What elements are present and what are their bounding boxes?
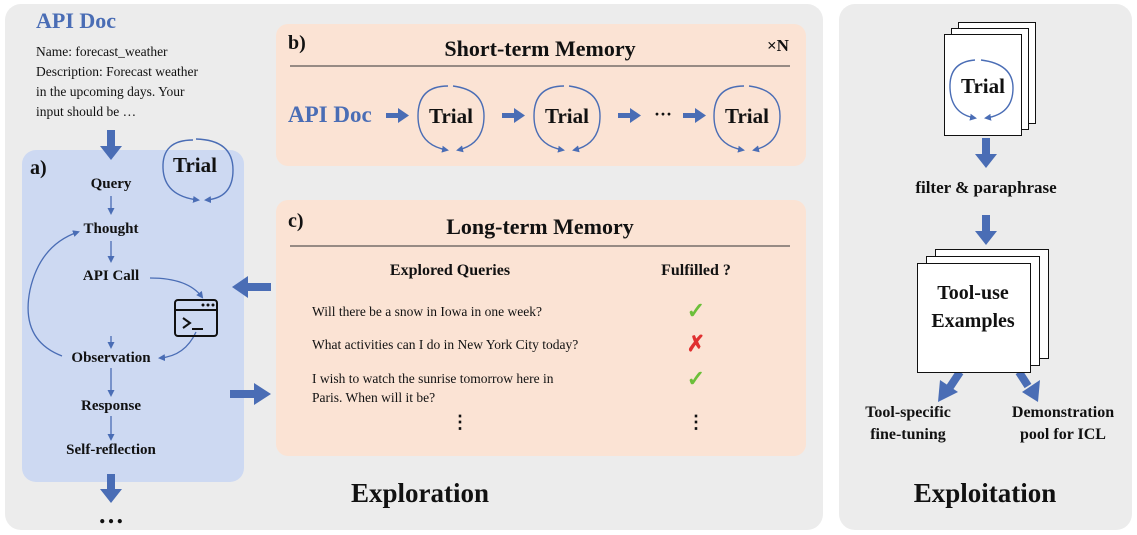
api-doc-desc-line3: input should be … bbox=[36, 104, 137, 119]
exploration-label: Exploration bbox=[350, 478, 490, 508]
trial-doc-front bbox=[944, 34, 1022, 136]
filter-paraphrase-label: filter & paraphrase bbox=[915, 178, 1057, 197]
trial-cycle-icon bbox=[162, 138, 234, 204]
query-row-2: What activities can I do in New York Cit… bbox=[312, 337, 579, 352]
api-doc-desc-line1: Description: Forecast weather bbox=[36, 64, 198, 79]
down-arrow-out-of-loop bbox=[100, 474, 122, 503]
short-term-ellipsis: ··· bbox=[653, 104, 672, 124]
section-c-label: c) bbox=[288, 210, 304, 232]
section-a-label: a) bbox=[30, 157, 47, 179]
output-icl-pool-line2: pool for ICL bbox=[1020, 426, 1106, 443]
query-row-3-line1: I wish to watch the sunrise tomorrow her… bbox=[312, 371, 554, 386]
long-term-memory-title: Long-term Memory bbox=[446, 214, 634, 239]
repeat-n-label: ×N bbox=[767, 36, 789, 55]
loop-to-memory-arrow bbox=[230, 383, 271, 405]
api-doc-name: Name: forecast_weather bbox=[36, 44, 168, 59]
query-row-3-line2: Paris. When will it be? bbox=[312, 390, 436, 405]
examples-line1: Tool-use bbox=[937, 282, 1009, 304]
step-self-reflection: Self-reflection bbox=[66, 442, 156, 458]
short-term-trial-n: Trial bbox=[725, 104, 769, 128]
down-arrow-into-loop bbox=[100, 130, 122, 160]
short-term-trial-2: Trial bbox=[545, 104, 589, 128]
loop-ellipsis: … bbox=[98, 500, 124, 529]
step-query: Query bbox=[90, 176, 132, 192]
exploitation-trial-label: Trial bbox=[961, 74, 1005, 98]
exploitation-label: Exploitation bbox=[913, 478, 1057, 508]
examples-line2: Examples bbox=[931, 310, 1015, 332]
queries-vdots: ⋮ bbox=[451, 412, 469, 432]
long-term-memory-box bbox=[276, 200, 806, 456]
trial-label-a: Trial bbox=[173, 153, 217, 177]
short-term-trial-1: Trial bbox=[429, 104, 473, 128]
fulfilled-cross-2: ✗ bbox=[686, 331, 706, 356]
fulfilled-vdots: ⋮ bbox=[687, 412, 705, 432]
output-fine-tuning-line2: fine-tuning bbox=[870, 426, 946, 443]
query-row-1: Will there be a snow in Iowa in one week… bbox=[312, 304, 543, 319]
api-doc-desc-line2: in the upcoming days. Your bbox=[36, 84, 185, 99]
short-term-api-doc: API Doc bbox=[288, 102, 372, 127]
terminal-icon bbox=[174, 299, 218, 337]
fulfilled-check-1: ✓ bbox=[686, 298, 706, 323]
api-doc-title: API Doc bbox=[36, 8, 117, 33]
section-b-label: b) bbox=[288, 32, 306, 54]
output-icl-pool-line1: Demonstration bbox=[1011, 404, 1115, 421]
examples-doc-front bbox=[917, 263, 1031, 373]
step-api-call: API Call bbox=[82, 268, 140, 284]
fulfilled-check-3: ✓ bbox=[686, 366, 706, 391]
step-thought: Thought bbox=[83, 221, 139, 237]
agent-loop-box bbox=[22, 150, 244, 482]
col-fulfilled: Fulfilled ? bbox=[661, 262, 731, 279]
memory-to-loop-arrow bbox=[232, 276, 271, 298]
step-observation: Observation bbox=[71, 350, 151, 366]
short-term-memory-title: Short-term Memory bbox=[444, 36, 636, 61]
output-fine-tuning-line1: Tool-specific bbox=[865, 404, 951, 421]
step-response: Response bbox=[80, 398, 141, 414]
col-explored-queries: Explored Queries bbox=[389, 262, 511, 279]
